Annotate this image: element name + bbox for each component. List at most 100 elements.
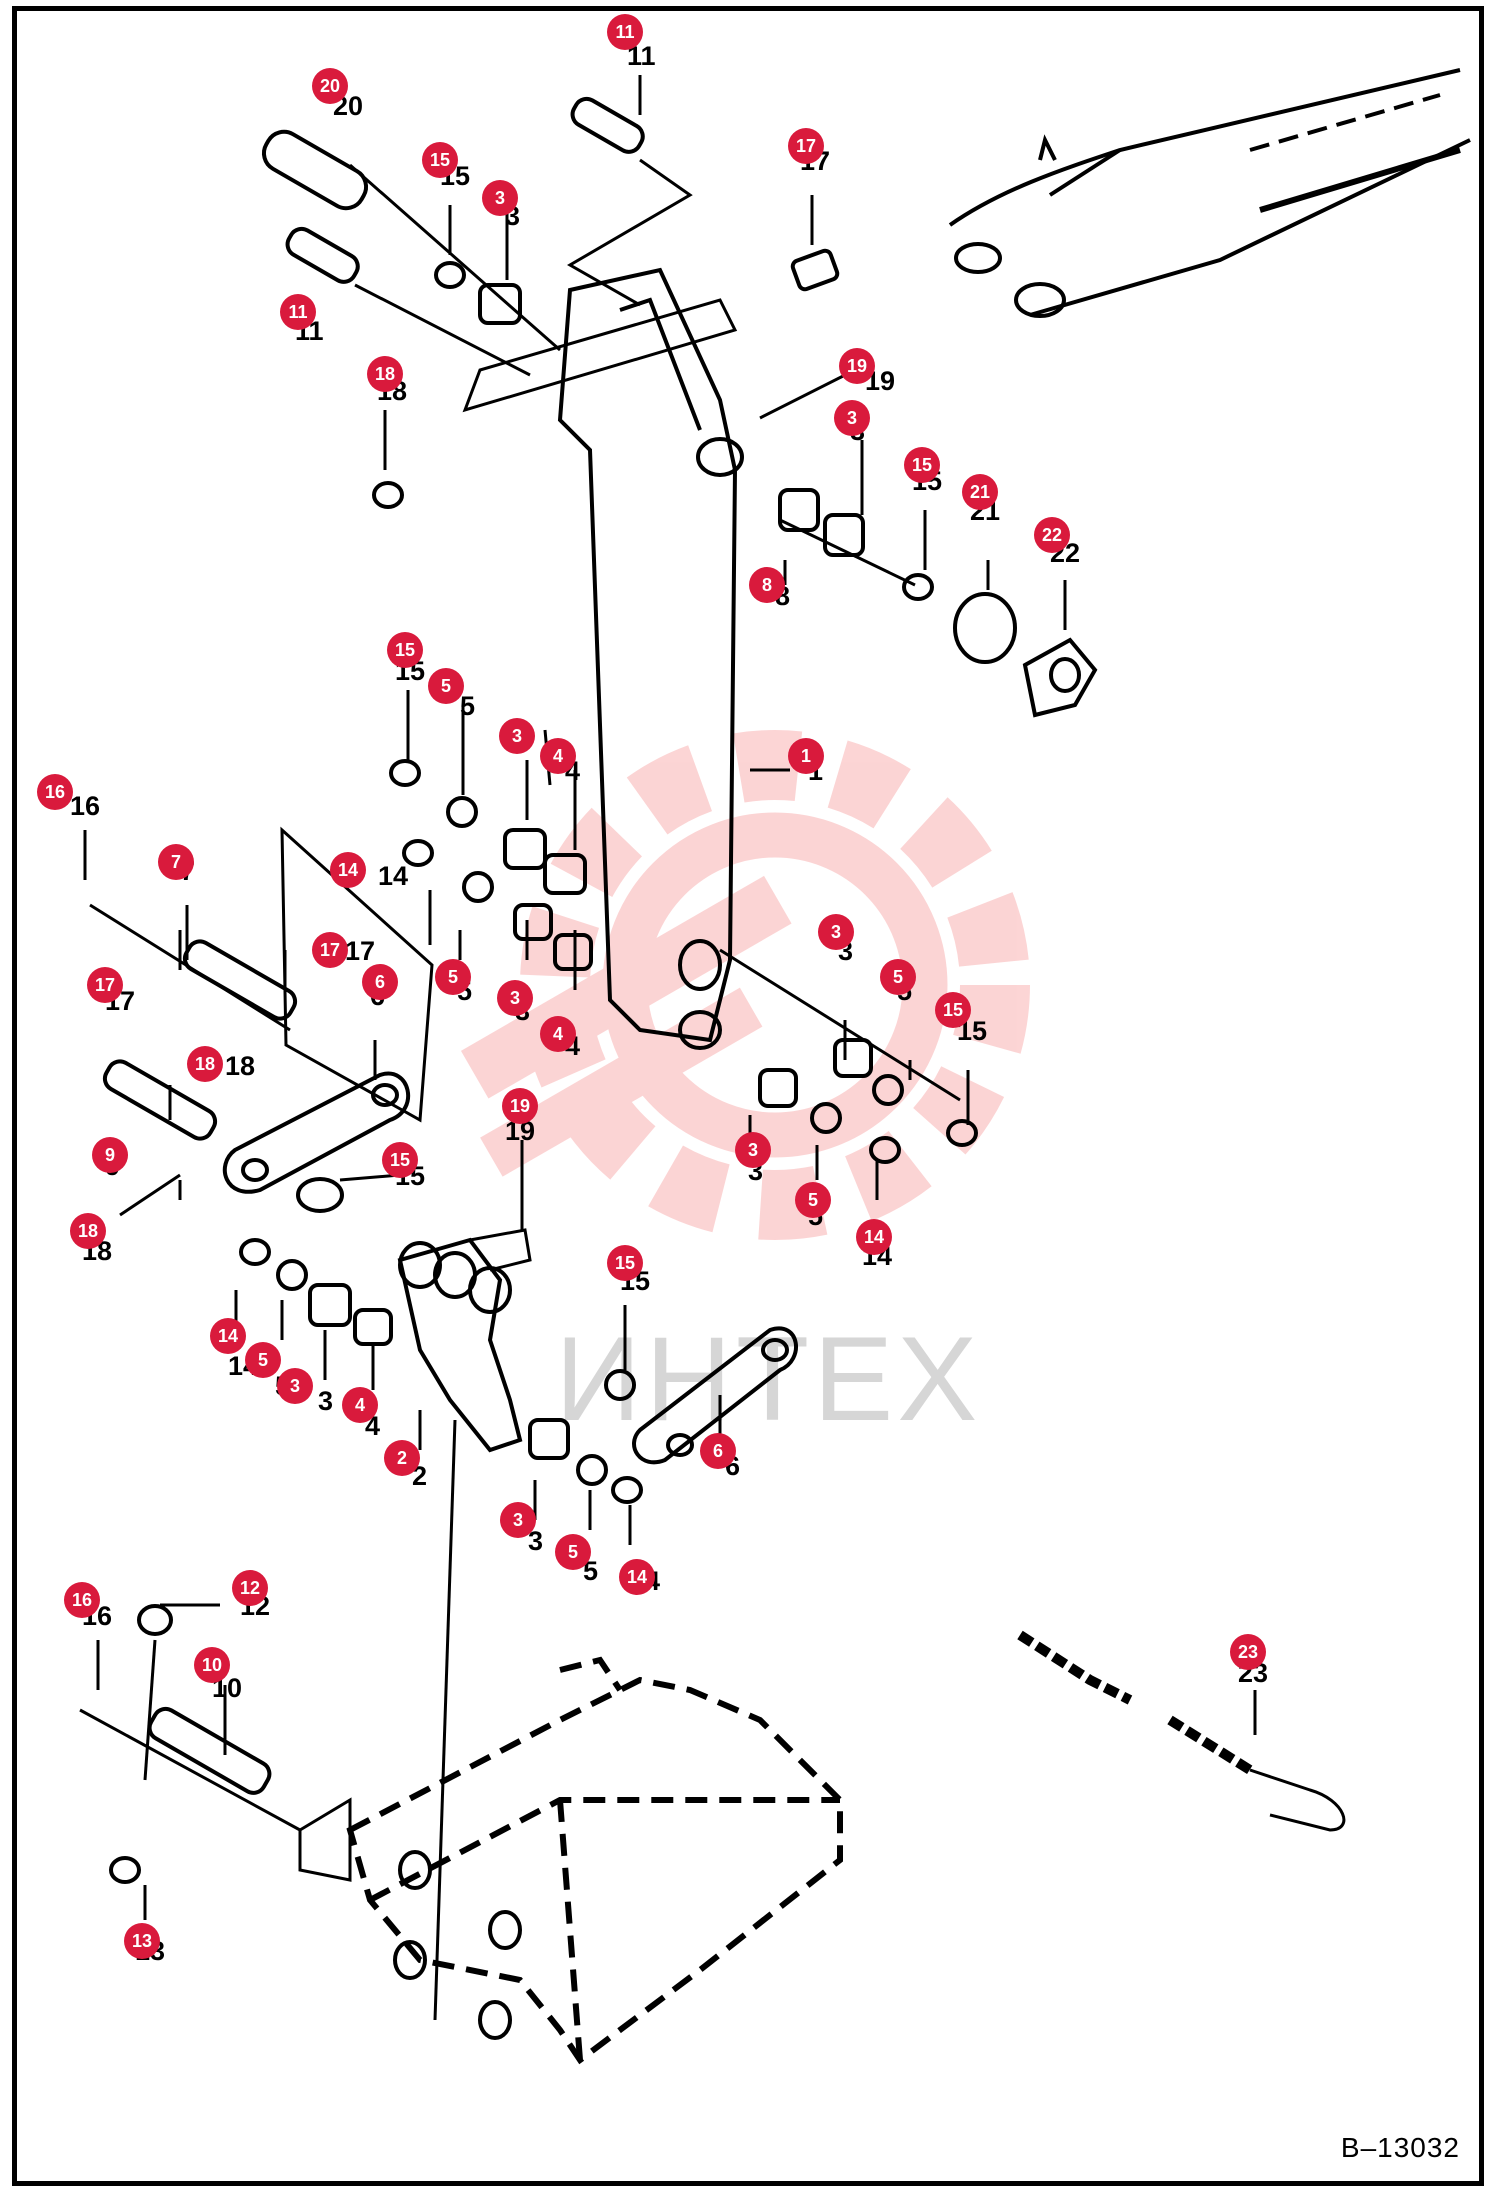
callout-number: 21 bbox=[970, 482, 990, 502]
callout-bubble bbox=[422, 142, 458, 178]
callout-bubble bbox=[387, 632, 423, 668]
callout-number: 3 bbox=[847, 408, 857, 428]
callout-bubble bbox=[342, 1387, 378, 1423]
callout-number: 3 bbox=[510, 988, 520, 1008]
callout-number: 3 bbox=[748, 1140, 758, 1160]
leader-lines bbox=[79, 75, 1257, 2021]
part-label: 3 bbox=[528, 1526, 543, 1556]
callout-bubble bbox=[788, 738, 824, 774]
callout-bubble bbox=[187, 1046, 223, 1082]
part-label: 17 bbox=[345, 936, 375, 966]
callout-number: 8 bbox=[762, 575, 772, 595]
callout-number: 2 bbox=[397, 1448, 407, 1468]
callout-number: 3 bbox=[290, 1376, 300, 1396]
chain-assembly bbox=[1017, 1630, 1346, 1832]
callout-bubble bbox=[64, 1582, 100, 1618]
callout-bubble bbox=[904, 447, 940, 483]
callout-bubble bbox=[856, 1219, 892, 1255]
callout-number: 17 bbox=[95, 975, 115, 995]
callout-bubble bbox=[607, 1245, 643, 1281]
callout-number: 17 bbox=[796, 136, 816, 156]
callout-bubble bbox=[428, 668, 464, 704]
callout-bubble bbox=[839, 348, 875, 384]
callout-number: 18 bbox=[375, 364, 395, 384]
callout-number: 6 bbox=[375, 972, 385, 992]
callout-bubble bbox=[735, 1132, 771, 1168]
callout-number: 15 bbox=[390, 1150, 410, 1170]
part-number-labels: 11 20 15 3 17 11 18 19 3 15 21 22 8 15 5… bbox=[70, 41, 1268, 1966]
callout-number: 19 bbox=[847, 356, 867, 376]
callout-bubble bbox=[210, 1318, 246, 1354]
callout-bubble bbox=[619, 1559, 655, 1595]
callout-bubble bbox=[700, 1433, 736, 1469]
callout-bubble bbox=[482, 180, 518, 216]
callout-bubble bbox=[124, 1923, 160, 1959]
callout-number: 3 bbox=[495, 188, 505, 208]
callout-number: 6 bbox=[713, 1441, 723, 1461]
callout-bubble bbox=[367, 356, 403, 392]
callout-number: 5 bbox=[808, 1190, 818, 1210]
callout-number: 15 bbox=[615, 1253, 635, 1273]
callout-number: 14 bbox=[338, 860, 358, 880]
callout-number: 5 bbox=[448, 967, 458, 987]
callout-bubble bbox=[312, 68, 348, 104]
callout-bubble bbox=[795, 1182, 831, 1218]
callout-number: 19 bbox=[510, 1096, 530, 1116]
callout-bubble bbox=[382, 1142, 418, 1178]
callout-number: 10 bbox=[202, 1655, 222, 1675]
callout-bubble bbox=[935, 992, 971, 1028]
boom-arm bbox=[948, 68, 1471, 318]
callout-number: 3 bbox=[513, 1510, 523, 1530]
callout-bubble bbox=[232, 1570, 268, 1606]
callout-number: 17 bbox=[320, 940, 340, 960]
part-label: 14 bbox=[378, 861, 408, 891]
callout-number: 18 bbox=[78, 1221, 98, 1241]
callout-bubble bbox=[87, 967, 123, 1003]
callout-number: 5 bbox=[568, 1542, 578, 1562]
callout-number: 11 bbox=[615, 22, 634, 42]
callout-bubble bbox=[384, 1440, 420, 1476]
bucket bbox=[346, 1656, 843, 2065]
callout-bubble bbox=[70, 1213, 106, 1249]
callout-bubble bbox=[834, 400, 870, 436]
callout-number: 4 bbox=[553, 746, 563, 766]
callout-bubble bbox=[502, 1088, 538, 1124]
callout-number: 14 bbox=[218, 1326, 238, 1346]
callout-number: 20 bbox=[320, 76, 340, 96]
bucket-pins bbox=[393, 1850, 522, 2040]
callout-bubble bbox=[540, 738, 576, 774]
callout-bubble bbox=[194, 1647, 230, 1683]
callout-bubble bbox=[158, 844, 194, 880]
callout-number: 16 bbox=[72, 1590, 92, 1610]
callout-number: 3 bbox=[831, 922, 841, 942]
callout-number: 4 bbox=[553, 1024, 563, 1044]
callout-number: 1 bbox=[801, 746, 811, 766]
callout-number: 12 bbox=[240, 1578, 260, 1598]
part-label: 16 bbox=[70, 791, 100, 821]
callout-number: 16 bbox=[45, 782, 65, 802]
callout-bubble bbox=[555, 1534, 591, 1570]
callout-number: 4 bbox=[355, 1395, 365, 1415]
callout-bubble bbox=[1230, 1634, 1266, 1670]
callout-number: 5 bbox=[258, 1350, 268, 1370]
callout-number: 15 bbox=[912, 455, 932, 475]
callout-bubble bbox=[497, 980, 533, 1016]
callout-number: 15 bbox=[430, 150, 450, 170]
dipper-arm bbox=[462, 267, 744, 1050]
callout-number: 14 bbox=[627, 1567, 647, 1587]
callout-bubble bbox=[312, 932, 348, 968]
callout-number: 18 bbox=[195, 1054, 215, 1074]
callout-bubble bbox=[1034, 517, 1070, 553]
callout-bubble bbox=[788, 128, 824, 164]
callout-bubble bbox=[280, 294, 316, 330]
tilt-bracket bbox=[397, 1237, 523, 1453]
callout-number: 15 bbox=[943, 1000, 963, 1020]
callout-bubble bbox=[277, 1368, 313, 1404]
callout-bubble bbox=[818, 914, 854, 950]
callout-number: 15 bbox=[395, 640, 415, 660]
callout-number: 23 bbox=[1238, 1642, 1258, 1662]
callout-bubble bbox=[330, 852, 366, 888]
callout-bubble bbox=[749, 567, 785, 603]
callout-bubble bbox=[37, 774, 73, 810]
